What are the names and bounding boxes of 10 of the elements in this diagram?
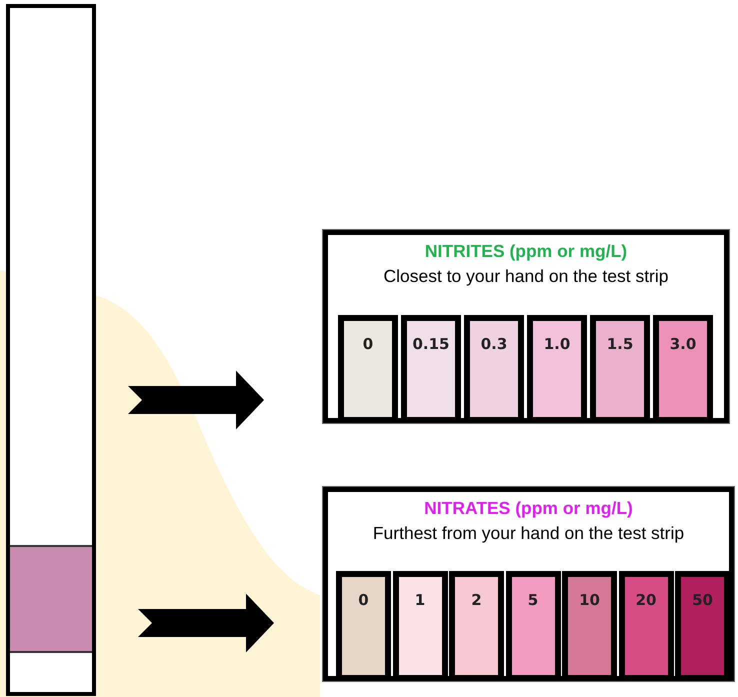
- chart-subtitle: Furthest from your hand on the test strip: [372, 523, 686, 544]
- chart-subtitle: Closest to your hand on the test strip: [382, 266, 670, 287]
- color-chart-panel: [323, 230, 729, 423]
- test-strip: [6, 4, 96, 696]
- chart-title: NITRATES (ppm or mg/L): [423, 498, 634, 519]
- arrow: [128, 370, 264, 430]
- reagent-pad: [10, 545, 92, 653]
- arrow: [138, 594, 274, 652]
- color-chart-panel: [323, 487, 734, 681]
- chart-title: NITRITES (ppm or mg/L): [424, 241, 628, 262]
